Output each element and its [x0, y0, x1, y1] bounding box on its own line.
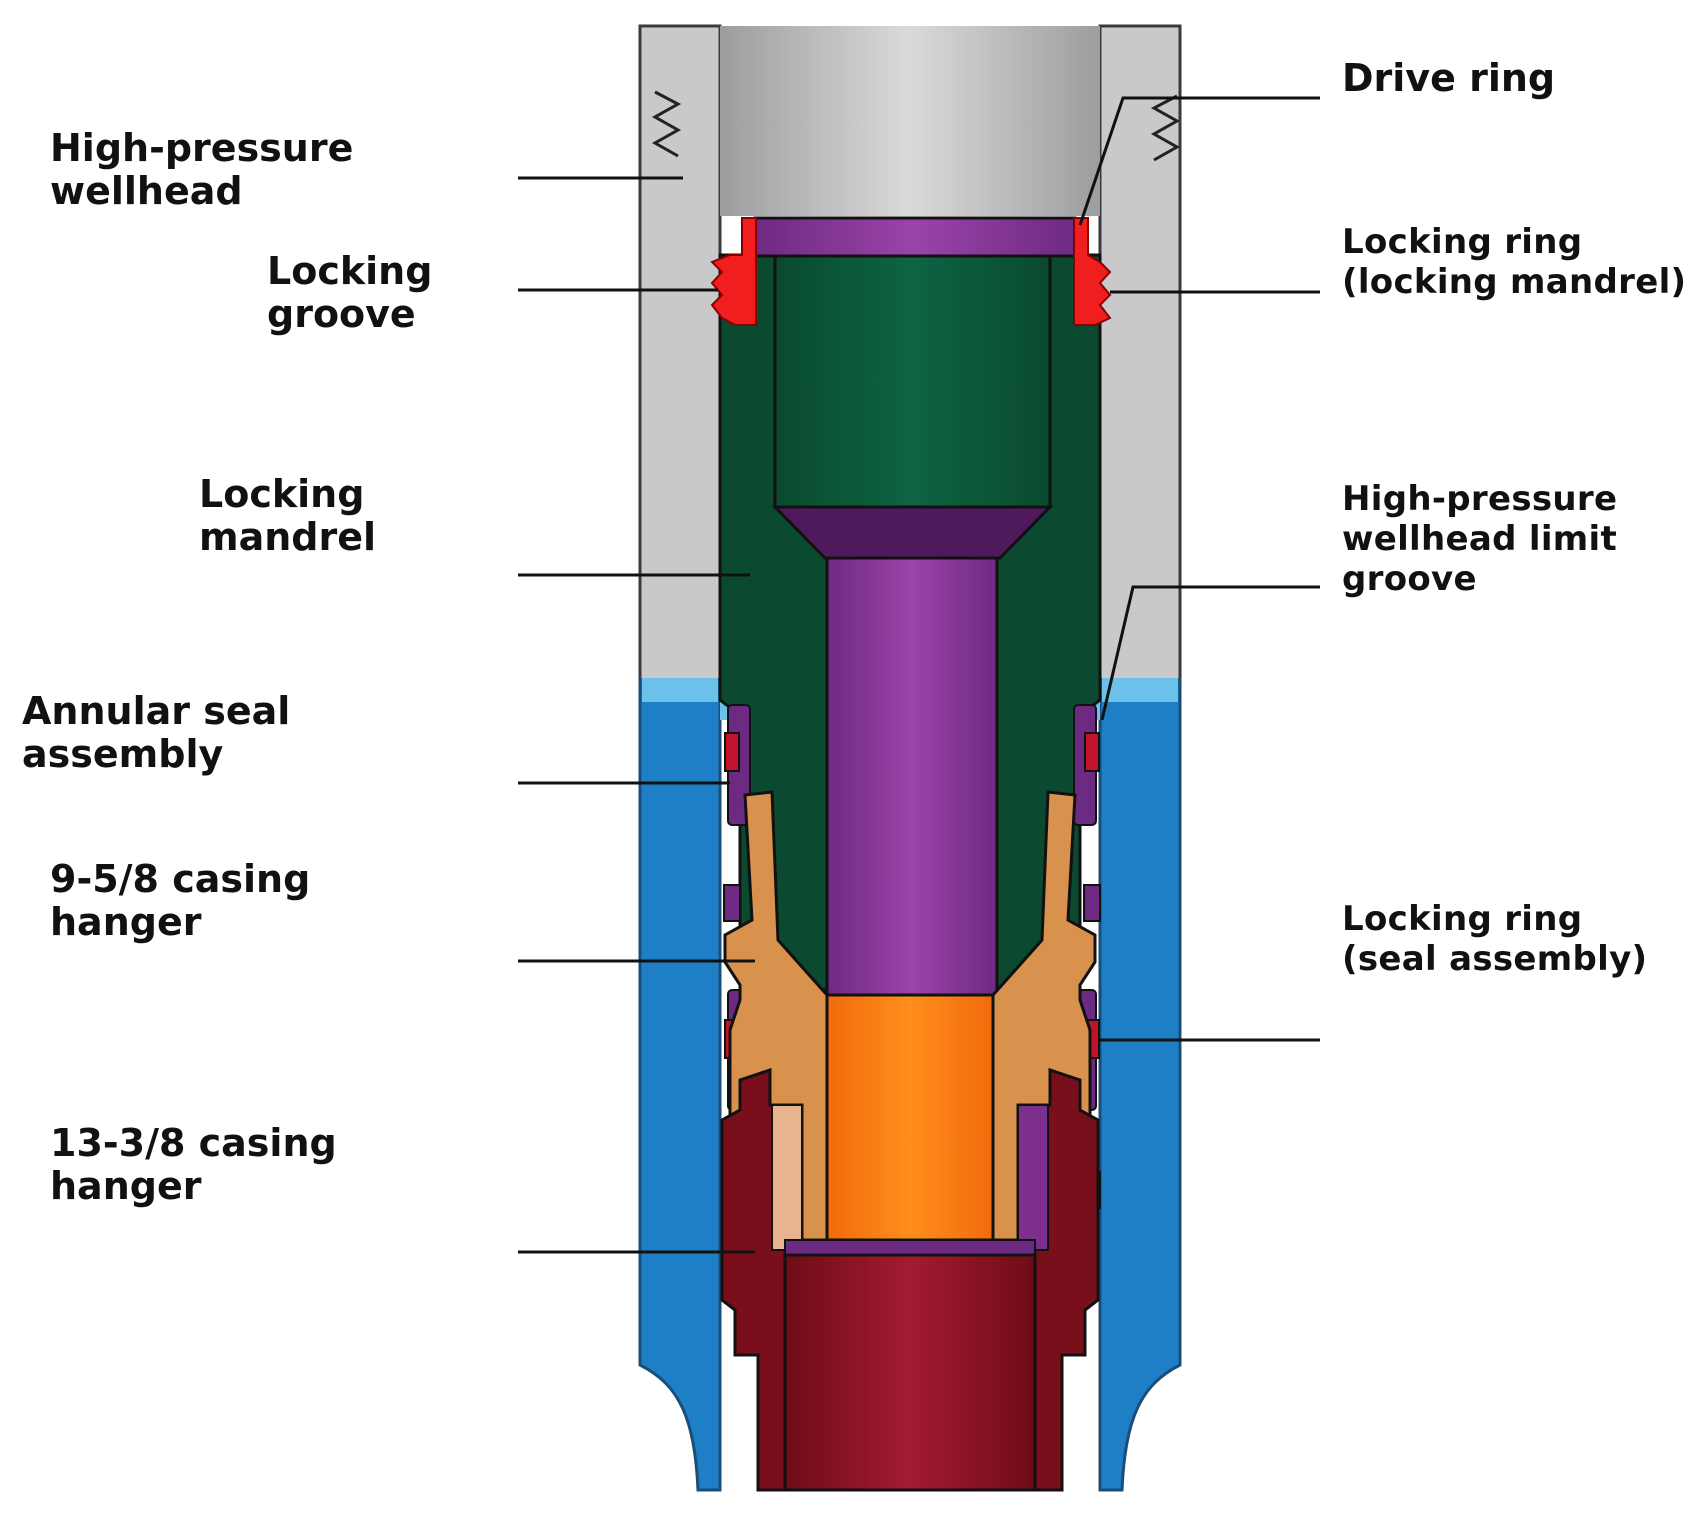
blue-right-band	[1102, 678, 1178, 702]
label-line: wellhead limit	[1342, 519, 1618, 559]
label-line: Locking	[199, 472, 365, 516]
blue-right-wall	[1098, 678, 1182, 1492]
pale-insert-left	[771, 1104, 803, 1251]
locking-ring-right	[1073, 217, 1112, 326]
red-seal-upper-left	[724, 732, 740, 772]
label-line: Locking ring	[1342, 899, 1583, 939]
leader-limit-groove	[1100, 585, 1320, 721]
seal-right-mid	[1083, 884, 1101, 922]
label-locking-groove: Locking groove	[267, 250, 432, 336]
label-high-pressure-wellhead: High-pressure wellhead	[50, 127, 353, 213]
blue-left-band	[642, 678, 718, 702]
wellhead-right-wall	[1098, 24, 1182, 682]
label-line: Locking	[267, 249, 433, 293]
label-wellhead-limit-groove: High-pressure wellhead limit groove	[1342, 479, 1617, 599]
drive-ring	[753, 216, 1077, 258]
label-line: 9-5/8 casing	[50, 857, 311, 901]
left-thread-icon	[651, 90, 682, 158]
locking-ring-left	[710, 217, 757, 326]
label-line: Drive ring	[1342, 56, 1556, 100]
locking-ring-mandrel	[710, 217, 1112, 326]
label-line: mandrel	[199, 515, 377, 559]
label-line: 13-3/8 casing	[50, 1121, 337, 1165]
label-casing-hanger-9-5-8: 9-5/8 casing hanger	[50, 858, 310, 944]
label-line: wellhead	[50, 169, 243, 213]
label-line: hanger	[50, 1164, 202, 1208]
label-locking-ring-seal: Locking ring (seal assembly)	[1342, 899, 1647, 979]
mandrel-collar	[771, 505, 1054, 560]
mandrel-inner-bore	[773, 253, 1052, 509]
wellhead-left-wall	[638, 24, 722, 682]
leader-drive-ring	[1078, 96, 1320, 226]
label-locking-ring-mandrel: Locking ring (locking mandrel)	[1342, 222, 1686, 302]
maroon-bore	[783, 1253, 1037, 1492]
orange-core	[825, 993, 995, 1242]
label-line: Annular seal	[22, 689, 291, 733]
leader-lines	[518, 96, 1320, 1254]
wellhead-bore	[720, 26, 1100, 216]
blue-left-wall	[638, 678, 722, 1492]
purple-insert-right	[1017, 1104, 1049, 1251]
label-line: groove	[1342, 559, 1477, 599]
label-line: High-pressure	[50, 126, 354, 170]
label-casing-hanger-13-3-8: 13-3/8 casing hanger	[50, 1122, 337, 1208]
label-line: (locking mandrel)	[1342, 262, 1687, 302]
label-line: (seal assembly)	[1342, 939, 1648, 979]
label-line: groove	[267, 292, 416, 336]
label-annular-seal-assembly: Annular seal assembly	[22, 690, 290, 776]
right-thread-icon	[1150, 94, 1181, 162]
casing-hanger-13-3-8	[720, 1067, 1100, 1492]
label-drive-ring: Drive ring	[1342, 57, 1555, 100]
purple-stem	[825, 556, 999, 997]
label-line: hanger	[50, 900, 202, 944]
label-line: High-pressure	[1342, 479, 1618, 519]
red-seal-upper-right	[1084, 732, 1100, 772]
hanger-base-plate	[784, 1239, 1036, 1256]
seal-left-mid	[723, 884, 741, 922]
label-line: Locking ring	[1342, 222, 1583, 262]
label-locking-mandrel: Locking mandrel	[199, 473, 376, 559]
label-line: assembly	[22, 732, 224, 776]
